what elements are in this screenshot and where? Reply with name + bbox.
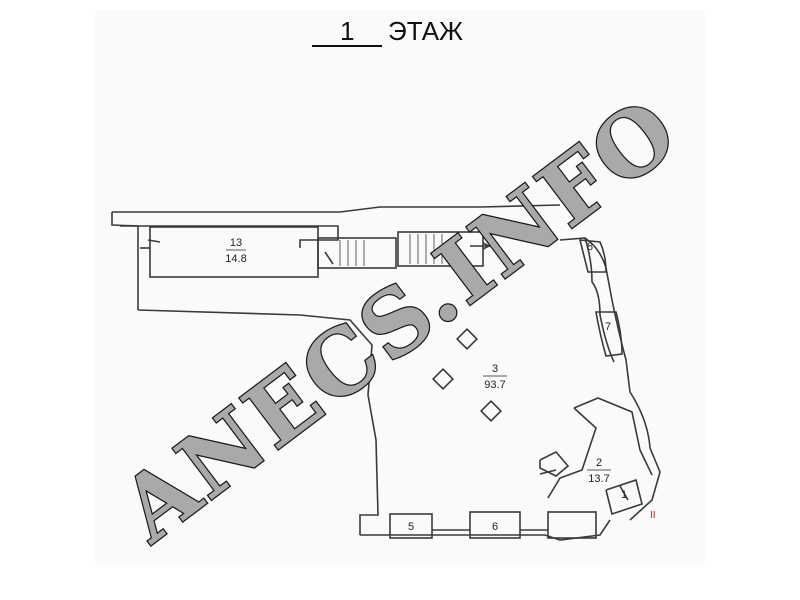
section-marker: II [650, 510, 656, 521]
room-labels: 13 14.8 8 7 3 93.7 2 13.7 1 5 6 [225, 237, 627, 533]
room-number: 5 [408, 521, 414, 533]
room-6: 6 [492, 521, 498, 533]
room-number: 2 [596, 457, 602, 469]
walls [111, 204, 661, 541]
room-area: 14.8 [225, 253, 246, 265]
room-3: 3 93.7 [483, 363, 507, 391]
floor-label: ЭТАЖ [388, 16, 463, 46]
floor-title: 1 ЭТАЖ [312, 16, 463, 47]
room-area: 93.7 [484, 379, 505, 391]
room-8: 8 [587, 241, 593, 253]
room-13: 13 14.8 [225, 237, 246, 265]
room-number: 6 [492, 521, 498, 533]
room-5: 5 [408, 521, 414, 533]
room-number: 1 [621, 489, 627, 501]
room-number: 8 [587, 241, 593, 253]
room-2: 2 13.7 [587, 457, 611, 485]
room-number: 13 [230, 237, 242, 249]
room-7: 7 [605, 321, 611, 333]
room-1: 1 [621, 489, 627, 501]
room-number: 3 [492, 363, 498, 375]
floor-number: 1 [340, 16, 354, 46]
scan-background [95, 10, 705, 565]
room-area: 13.7 [588, 473, 609, 485]
room-number: 7 [605, 321, 611, 333]
